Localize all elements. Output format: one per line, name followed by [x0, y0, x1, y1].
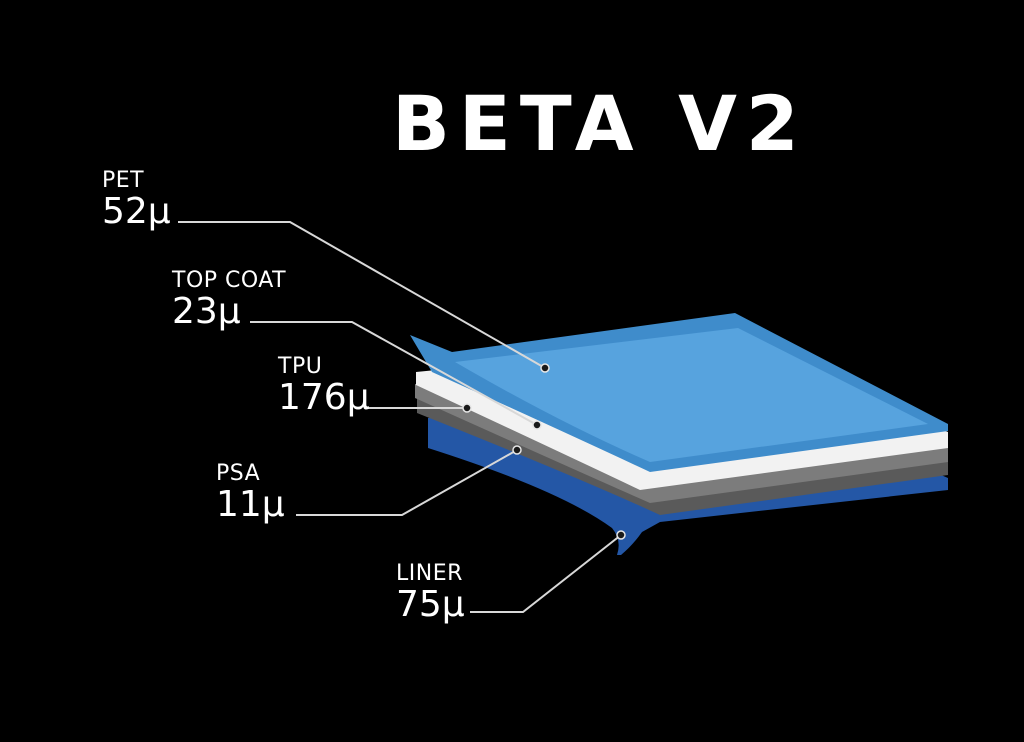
- product-title: BETA V2: [392, 79, 808, 168]
- tpu-thickness: 176µ: [278, 377, 370, 418]
- pet-label: PET 52µ: [102, 170, 171, 230]
- liner-marker: [616, 530, 626, 540]
- top-coat-name: TOP COAT: [172, 268, 287, 293]
- liner-leader-line: [470, 534, 622, 613]
- top-coat-marker: [532, 420, 542, 430]
- tpu-name: TPU: [278, 354, 323, 379]
- liner-name: LINER: [396, 561, 463, 586]
- pet-leader-line: [178, 221, 546, 369]
- pet-thickness: 52µ: [102, 191, 171, 232]
- psa-label: PSA 11µ: [216, 463, 285, 523]
- tpu-marker: [462, 403, 472, 413]
- liner-thickness: 75µ: [396, 584, 465, 625]
- psa-leader-line: [296, 449, 518, 516]
- top-coat-thickness: 23µ: [172, 291, 241, 332]
- pet-name: PET: [102, 168, 145, 193]
- top-coat-leader-line: [250, 321, 538, 426]
- pet-marker: [540, 363, 550, 373]
- top-coat-label: TOP COAT 23µ: [172, 270, 286, 330]
- psa-name: PSA: [216, 461, 261, 486]
- liner-label: LINER 75µ: [396, 563, 465, 623]
- psa-thickness: 11µ: [216, 484, 285, 525]
- pet-layer-face: [455, 328, 928, 462]
- psa-marker: [512, 445, 522, 455]
- tpu-label: TPU 176µ: [278, 356, 370, 416]
